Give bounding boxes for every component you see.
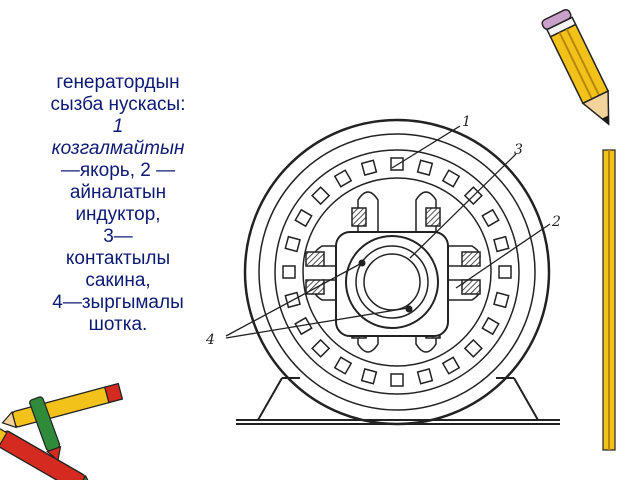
caption-line: 4—зыргымалы	[52, 292, 184, 313]
callout-1: 1	[462, 114, 471, 130]
armature-slot	[282, 265, 296, 279]
callout-3: 3	[514, 142, 523, 158]
armature-slot	[360, 159, 378, 176]
armature-slot	[416, 159, 434, 176]
armature-slot	[284, 235, 301, 253]
caption-line: сызба нускасы:	[50, 94, 186, 115]
armature-slot	[441, 169, 461, 188]
armature-slot	[481, 208, 500, 228]
armature-slot	[416, 368, 434, 385]
slip-rings	[335, 231, 449, 337]
caption-line: козгалмайтын	[51, 138, 185, 159]
leader-lines	[225, 125, 551, 339]
caption-line: 3—	[103, 226, 133, 247]
callout-4: 4	[205, 332, 215, 348]
caption-line: сакина,	[85, 270, 151, 291]
armature-slot	[294, 208, 313, 228]
caption-line: индуктор,	[75, 204, 161, 225]
caption-line: 1	[112, 116, 124, 137]
stator-housing	[243, 118, 551, 426]
armature-slot	[390, 373, 404, 387]
armature-slot	[441, 356, 461, 375]
pencil-icon	[541, 8, 610, 126]
crayon-icon	[0, 382, 124, 480]
caption-line: контактылы	[65, 248, 171, 269]
armature-slot	[493, 291, 510, 309]
caption-line: —якорь, 2 —	[60, 160, 176, 181]
armature-slot	[311, 186, 331, 206]
brushes	[358, 259, 413, 313]
armature-slot	[333, 169, 353, 188]
armature-slot	[498, 265, 512, 279]
caption-line: айналатын	[69, 182, 167, 203]
caption-line: шотка.	[88, 314, 148, 335]
caption-line: генератордын	[56, 72, 180, 93]
diagram-caption: генератордын сызба нускасы: 1 козгалмайт…	[18, 72, 218, 336]
armature-slot	[463, 338, 483, 358]
armature-slot	[311, 338, 331, 358]
armature-slot	[493, 235, 510, 253]
callout-2: 2	[551, 214, 561, 230]
pencil-icon	[602, 149, 616, 451]
armature-slot	[294, 316, 313, 336]
armature-ring	[274, 149, 520, 395]
armature-slot	[481, 316, 500, 336]
armature-slot	[360, 368, 378, 385]
armature-slot	[333, 356, 353, 375]
